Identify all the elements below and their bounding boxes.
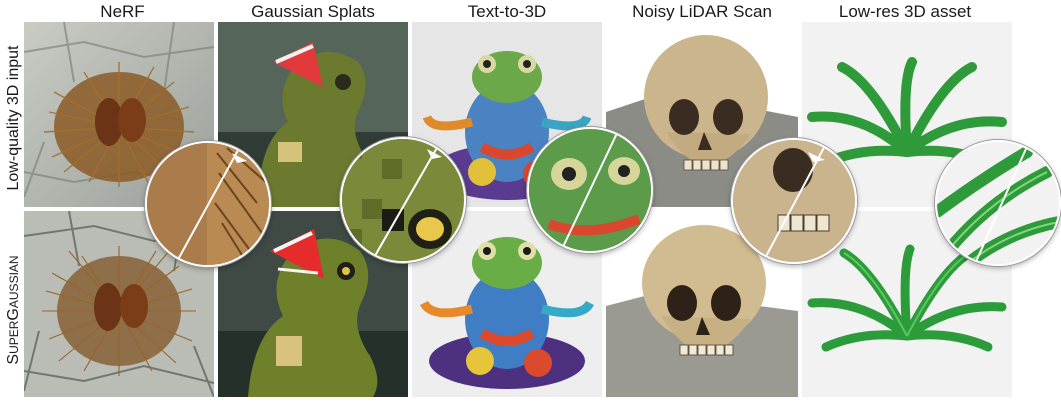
- nerf-supergaussian-image: [24, 211, 214, 397]
- row-label-g: G: [5, 308, 22, 321]
- row-label-low-quality: Low-quality 3D input: [5, 45, 22, 191]
- nerf-zoom-inset: [145, 141, 271, 267]
- column-title-nerf: NeRF: [100, 2, 145, 21]
- column-title-gaussian-splats: Gaussian Splats: [251, 2, 375, 21]
- text-to-3d-supergaussian-image: [412, 211, 602, 397]
- low-res-asset-zoom-inset: [935, 140, 1061, 266]
- text-to-3d-zoom-inset: [527, 127, 653, 253]
- lidar-supergaussian-image: [606, 211, 798, 397]
- column-title-text-to-3d: Text-to-3D: [467, 2, 547, 21]
- gaussian-splats-zoom-inset: [340, 137, 466, 263]
- row-label-supergaussian: SUPERGAUSSIAN: [4, 210, 24, 410]
- nerf-input-image: [24, 22, 214, 207]
- column-title-low-res-3d-asset: Low-res 3D asset: [838, 2, 972, 21]
- column-title-noisy-lidar-scan: Noisy LiDAR Scan: [632, 2, 772, 21]
- row-label-s: S: [5, 353, 22, 365]
- lidar-zoom-inset: [731, 138, 857, 264]
- row-label-aussian: AUSSIAN: [7, 255, 21, 309]
- row-label-uper: UPER: [7, 320, 21, 354]
